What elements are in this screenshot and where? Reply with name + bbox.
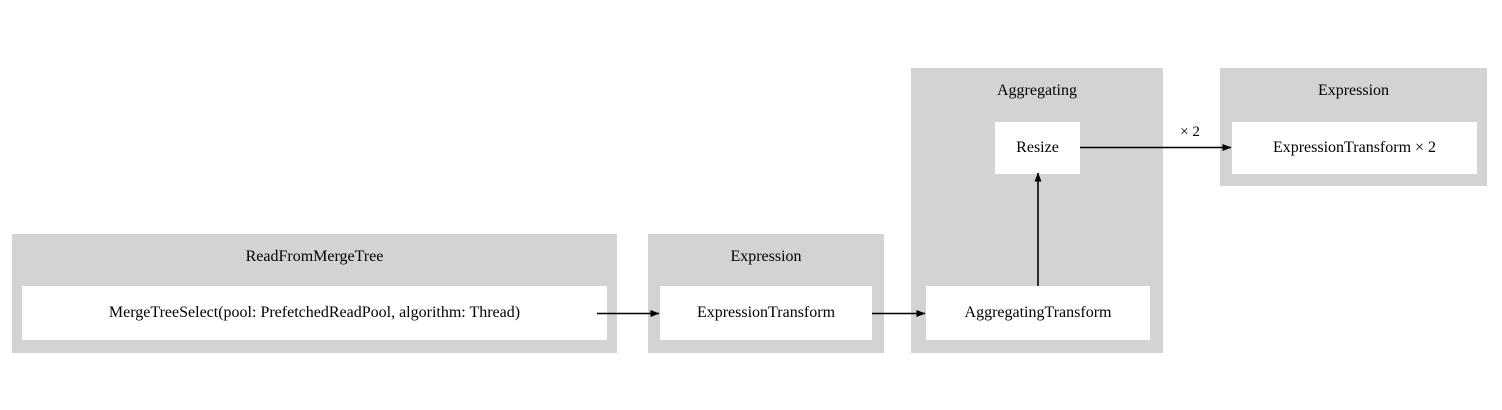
cluster-title-aggregating: Aggregating [997, 82, 1077, 99]
node-label-merge-tree-select: MergeTreeSelect(pool: PrefetchedReadPool… [108, 304, 521, 321]
node-expression-transform-x2[interactable]: ExpressionTransform × 2 [1232, 122, 1477, 174]
cluster-expression-2[interactable]: Expression ExpressionTransform × 2 [1220, 68, 1487, 186]
node-resize[interactable]: Resize [995, 122, 1080, 174]
cluster-read-from-merge-tree[interactable]: ReadFromMergeTree MergeTreeSelect(pool: … [12, 234, 617, 353]
edge-label-resize-to-expression2: × 2 [1180, 124, 1200, 140]
node-label-resize: Resize [1016, 139, 1059, 156]
cluster-aggregating[interactable]: Aggregating Resize AggregatingTransform [911, 68, 1163, 353]
cluster-title-expression-2: Expression [1317, 82, 1390, 99]
node-label-aggregating-transform: AggregatingTransform [964, 304, 1112, 321]
node-label-expression-transform-x2: ExpressionTransform × 2 [1272, 139, 1437, 156]
cluster-expression-1[interactable]: Expression ExpressionTransform [648, 234, 884, 353]
node-merge-tree-select[interactable]: MergeTreeSelect(pool: PrefetchedReadPool… [22, 286, 607, 340]
node-label-expression-transform: ExpressionTransform [696, 304, 836, 321]
node-aggregating-transform[interactable]: AggregatingTransform [926, 286, 1150, 340]
cluster-title-expression-1: Expression [730, 248, 802, 265]
cluster-title-read-from-merge-tree: ReadFromMergeTree [245, 248, 384, 265]
node-expression-transform[interactable]: ExpressionTransform [660, 286, 872, 340]
